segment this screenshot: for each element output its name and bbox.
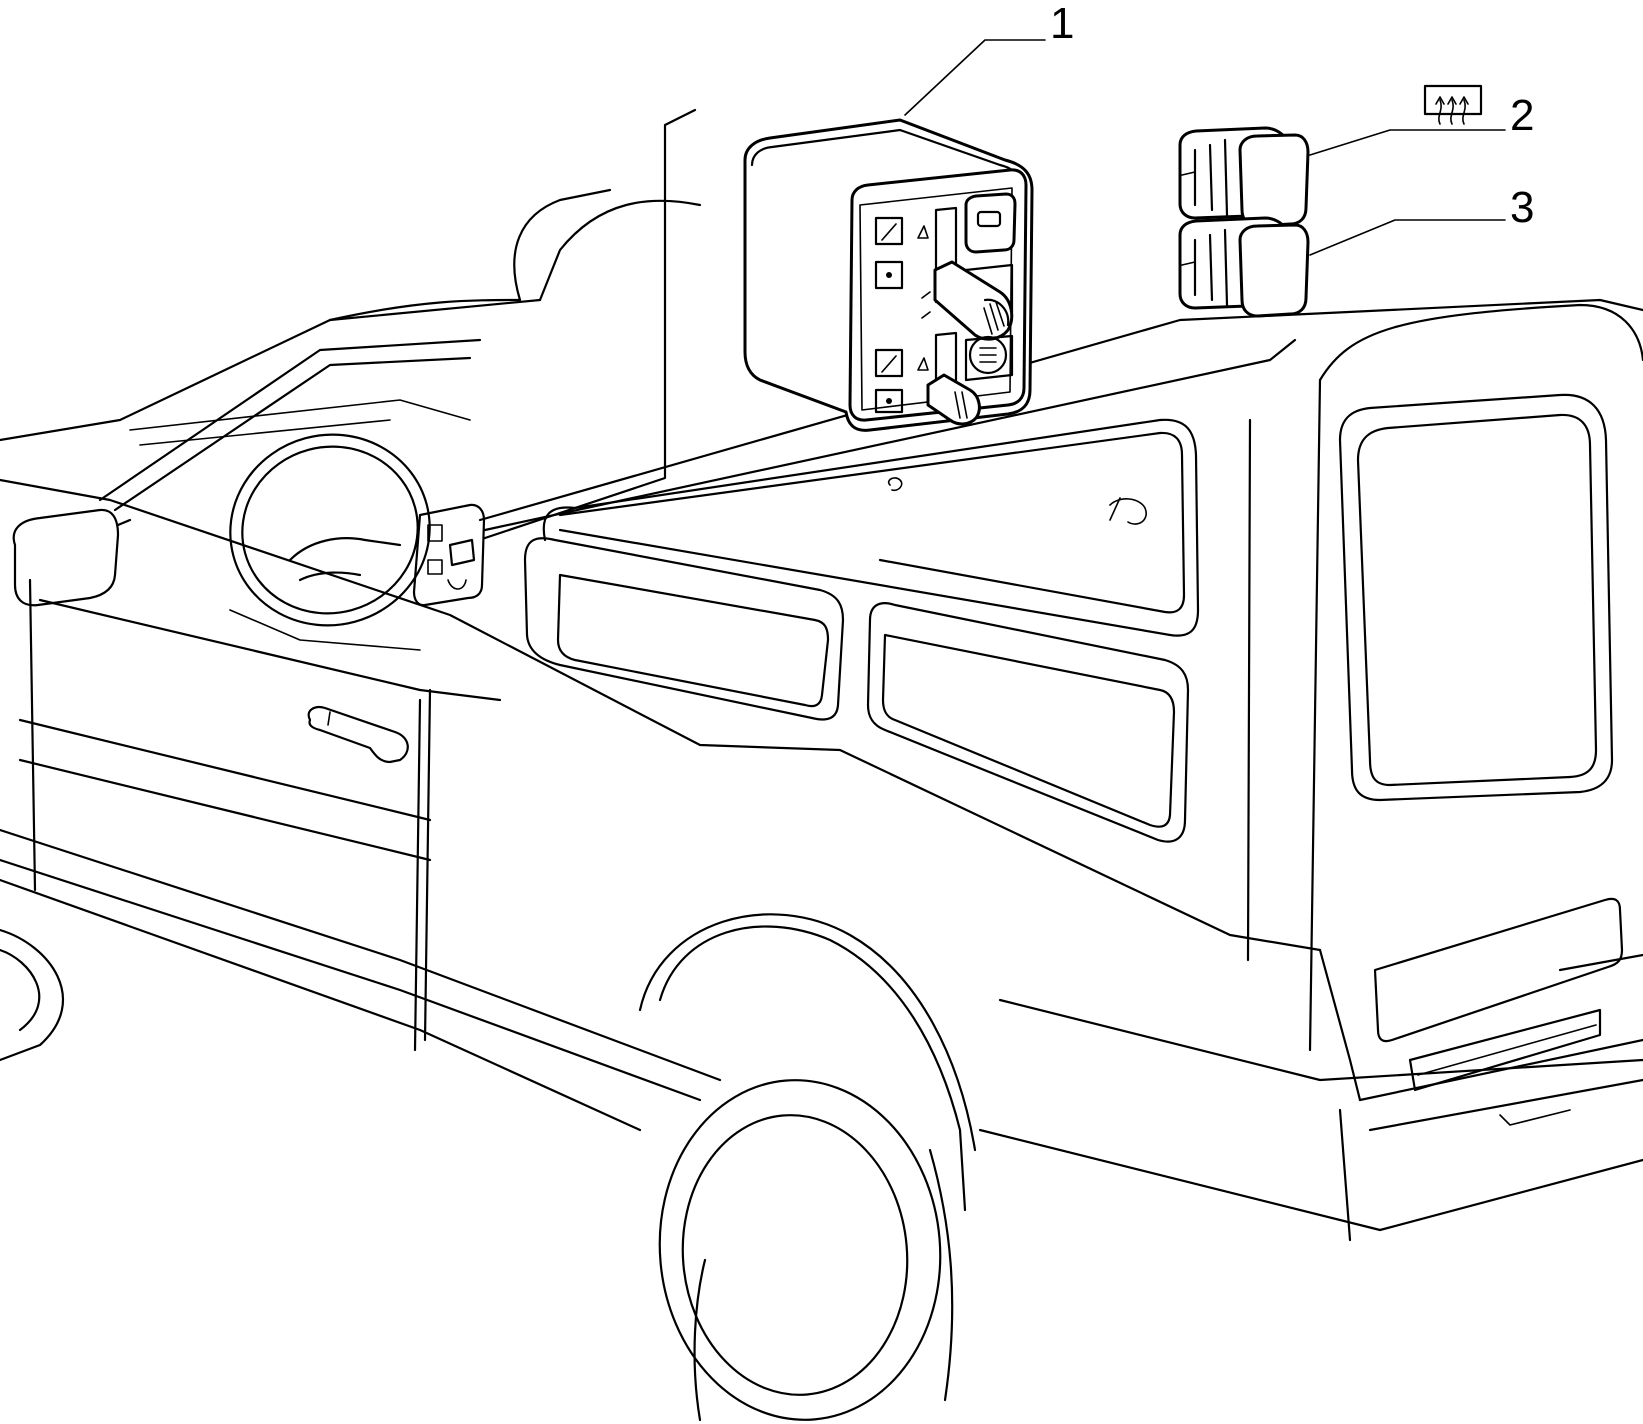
rear-door-window [1338,393,1614,802]
leader-lines [483,39,1506,540]
rear-defrost-icon [1423,84,1483,125]
callout-1: 1 [1050,0,1074,48]
dashboard-switch-location [412,503,486,607]
switch-unit-1 [743,118,1034,432]
aux-switch-3 [1178,216,1310,318]
front-wheel-arch [0,928,64,1062]
steering-wheel [229,433,431,651]
windshield [98,338,482,512]
callout-2: 2 [1510,91,1534,140]
license-plate-recess [1373,897,1624,1092]
vehicle-outline [0,188,1643,1242]
side-mirror [12,508,132,607]
defrost-switch-2 [1178,126,1310,228]
side-windows [523,418,1200,843]
front-door [18,578,502,1052]
rear-wheel [638,913,977,1422]
callout-3: 3 [1510,183,1534,232]
